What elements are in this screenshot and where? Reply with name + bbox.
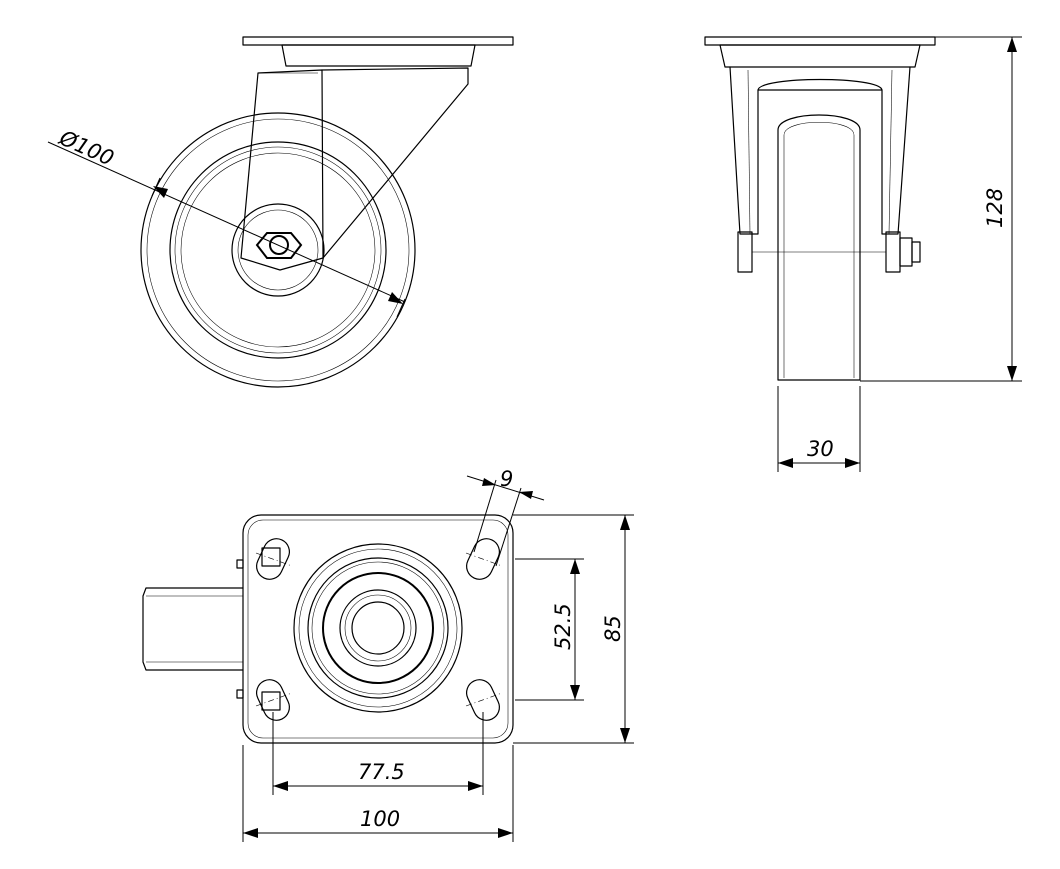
side-view: 128 30	[704, 36, 1022, 472]
slot-width-label: 9	[500, 467, 513, 491]
plate-length-label: 100	[360, 807, 400, 831]
wheel-diameter-label: Ø100	[55, 125, 117, 170]
hole-spacing-vertical-label: 52.5	[551, 603, 575, 650]
wheel-width-label: 30	[807, 437, 834, 461]
plate-width-label: 85	[601, 615, 625, 642]
hole-spacing-horizontal-label: 77.5	[358, 760, 405, 784]
overall-height-label: 128	[983, 188, 1007, 228]
front-view: Ø100	[47, 36, 514, 388]
top-view: 9 52.5 85 77.5 100	[142, 467, 634, 842]
